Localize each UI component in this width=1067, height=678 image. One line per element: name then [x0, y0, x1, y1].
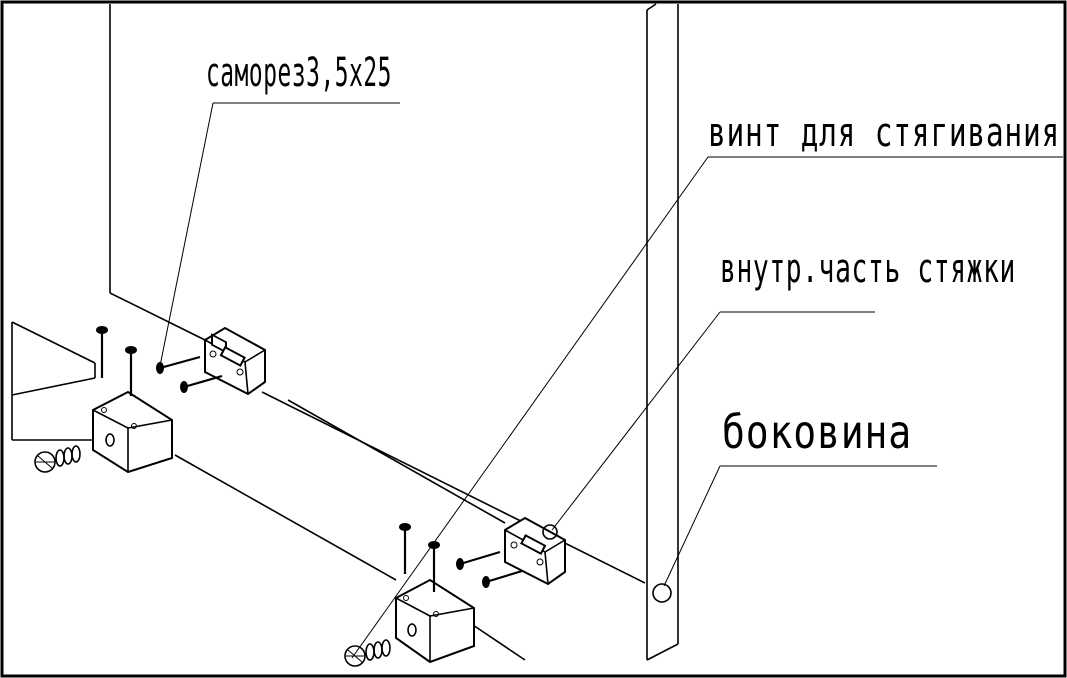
- tie-screw-left: [34, 445, 81, 473]
- shelf-tie-lower: [395, 578, 475, 664]
- bottom-panel: [11, 321, 526, 661]
- bracket-back-lower: [504, 516, 566, 586]
- label-side-panel: боковина: [722, 405, 912, 459]
- bracket-back-upper: [204, 326, 266, 396]
- leader-tightening-screw: [351, 156, 1063, 659]
- leader-self-tapping-screw: [159, 102, 400, 367]
- screw-h2: [180, 374, 223, 393]
- wood-screws: [96, 326, 523, 592]
- side-panel: [646, 3, 679, 661]
- leader-side-panel: [663, 465, 937, 587]
- side-panel-hole: [652, 583, 672, 603]
- screw-h4: [482, 569, 523, 588]
- screw-v2: [125, 346, 137, 396]
- screw-v1: [96, 326, 108, 378]
- screw-h3: [456, 550, 501, 570]
- shelf-tie-left: [92, 390, 173, 474]
- screw-v3: [399, 523, 411, 574]
- tie-screw-lower: [344, 639, 391, 667]
- back-panel: [109, 4, 646, 584]
- label-self-tapping-screw: саморез3,5х25: [206, 50, 392, 96]
- label-tightening-screw: винт для стягивания: [708, 110, 1060, 156]
- leader-inner-part: [551, 311, 875, 531]
- tie-inner-part-ball: [542, 524, 558, 540]
- screw-h1: [156, 355, 201, 374]
- label-inner-part: внутр.часть стяжки: [720, 246, 1016, 292]
